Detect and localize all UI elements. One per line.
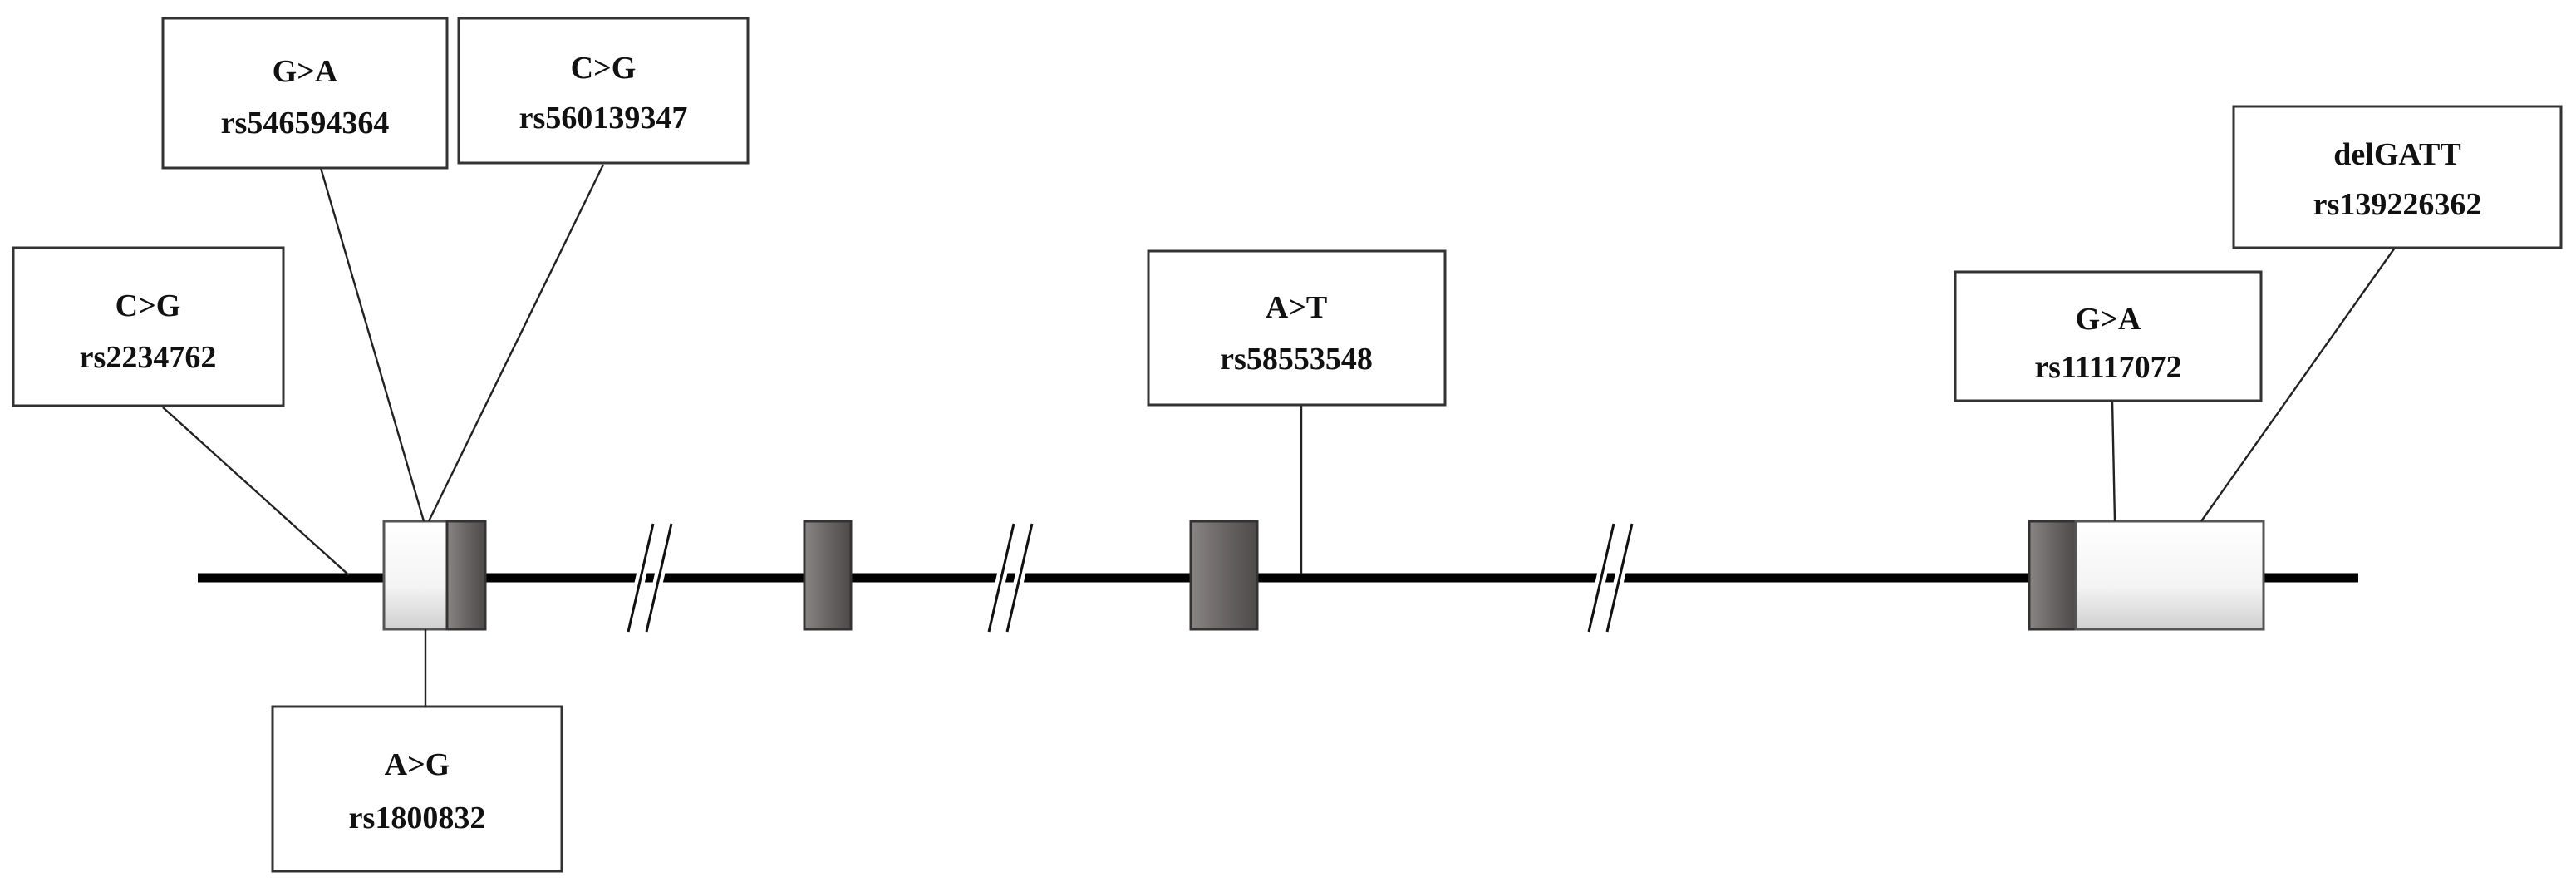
exon4-utr [2074, 520, 2265, 631]
leader-rs11117072 [2111, 400, 2116, 522]
leader-rs560139347 [427, 164, 605, 522]
axis-break-1 [623, 522, 676, 633]
exon3 [1189, 520, 1259, 631]
axis-break-3 [1584, 522, 1637, 633]
svg-text:C>G: C>G [116, 288, 181, 323]
variant-callout: A>G rs1800832 [271, 705, 563, 873]
variant-callout: G>A rs546594364 [161, 17, 449, 170]
exon4-coding [2028, 520, 2077, 631]
leader-rs139226362 [2200, 247, 2396, 522]
exon1-coding [445, 520, 487, 631]
variant-callout: C>G rs560139347 [457, 17, 750, 165]
variant-callout: C>G rs2234762 [12, 246, 285, 407]
axis-break-2 [984, 522, 1037, 633]
svg-text:rs11117072: rs11117072 [2034, 350, 2181, 385]
svg-text:rs560139347: rs560139347 [519, 101, 688, 136]
svg-text:A>T: A>T [1266, 290, 1327, 325]
leader-rs546594364 [319, 167, 425, 522]
svg-text:delGATT: delGATT [2333, 137, 2460, 172]
svg-text:rs139226362: rs139226362 [2313, 187, 2482, 222]
svg-text:G>A: G>A [273, 54, 338, 89]
svg-text:rs2234762: rs2234762 [80, 340, 217, 375]
variant-callout: delGATT rs139226362 [2232, 105, 2563, 249]
svg-text:rs546594364: rs546594364 [221, 106, 390, 140]
svg-text:C>G: C>G [571, 51, 637, 86]
exon1-utr [382, 520, 449, 631]
svg-text:A>G: A>G [385, 747, 450, 782]
exon2 [803, 520, 853, 631]
variant-callout: A>T rs58553548 [1147, 249, 1447, 407]
svg-text:rs1800832: rs1800832 [349, 801, 486, 835]
leader-rs2234762 [162, 407, 350, 576]
svg-text:rs58553548: rs58553548 [1220, 342, 1373, 377]
svg-text:G>A: G>A [2076, 302, 2141, 337]
variant-callout: G>A rs11117072 [1954, 270, 2263, 402]
